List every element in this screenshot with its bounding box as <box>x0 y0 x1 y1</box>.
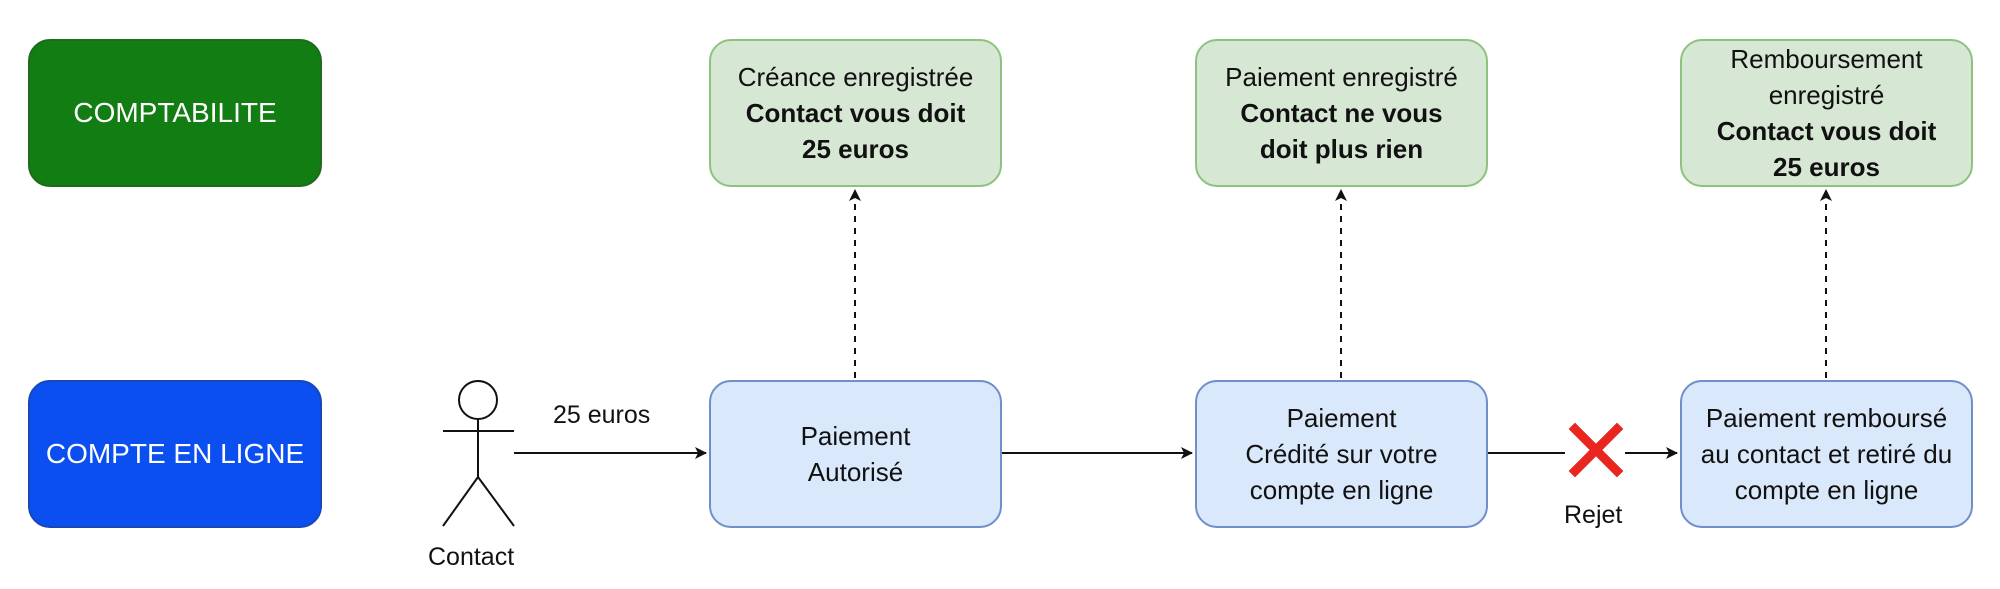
box-text: compte en ligne <box>1249 475 1434 505</box>
online-payment-authorised-box: Paiement Autorisé <box>709 380 1002 528</box>
box-text: Remboursement <box>1730 44 1923 74</box>
contact-actor-icon <box>442 380 515 527</box>
edge-amount-label: 25 euros <box>553 401 651 429</box>
accounting-payment-recorded-box: Paiement enregistré Contact ne vous doit… <box>1195 39 1488 187</box>
box-text: Paiement <box>800 421 911 451</box>
edge-reject-label: Rejet <box>1564 501 1623 529</box>
lane-comptabilite: COMPTABILITE <box>28 39 322 187</box>
online-payment-credited-box: Paiement Crédité sur votre compte en lig… <box>1195 380 1488 528</box>
box-text: Paiement enregistré <box>1225 62 1458 92</box>
box-bold-text: 25 euros <box>1773 152 1880 182</box>
accounting-refund-recorded-box: Remboursement enregistré Contact vous do… <box>1680 39 1973 187</box>
box-bold-text: Contact vous doit <box>1716 116 1937 146</box>
box-text: Paiement <box>1286 403 1397 433</box>
box-bold-text: doit plus rien <box>1259 134 1424 164</box>
box-text: compte en ligne <box>1734 475 1919 505</box>
reject-cross-icon <box>1568 422 1624 478</box>
box-text: Paiement remboursé <box>1705 403 1948 433</box>
online-payment-refunded-box: Paiement remboursé au contact et retiré … <box>1680 380 1973 528</box>
box-bold-text: Contact vous doit <box>745 98 966 128</box>
box-bold-text: 25 euros <box>802 134 909 164</box>
box-text: au contact et retiré du <box>1700 439 1953 469</box>
lane-compte-en-ligne-label: COMPTE EN LIGNE <box>45 438 305 469</box>
lane-compte-en-ligne: COMPTE EN LIGNE <box>28 380 322 528</box>
actor-contact-label: Contact <box>428 543 515 571</box>
box-text: enregistré <box>1768 80 1885 110</box>
box-text: Créance enregistrée <box>737 62 974 92</box>
box-bold-text: Contact ne vous <box>1240 98 1443 128</box>
accounting-claim-recorded-box: Créance enregistrée Contact vous doit 25… <box>709 39 1002 187</box>
box-text: Autorisé <box>807 457 904 487</box>
lane-comptabilite-label: COMPTABILITE <box>73 97 277 128</box>
box-text: Crédité sur votre <box>1245 439 1438 469</box>
